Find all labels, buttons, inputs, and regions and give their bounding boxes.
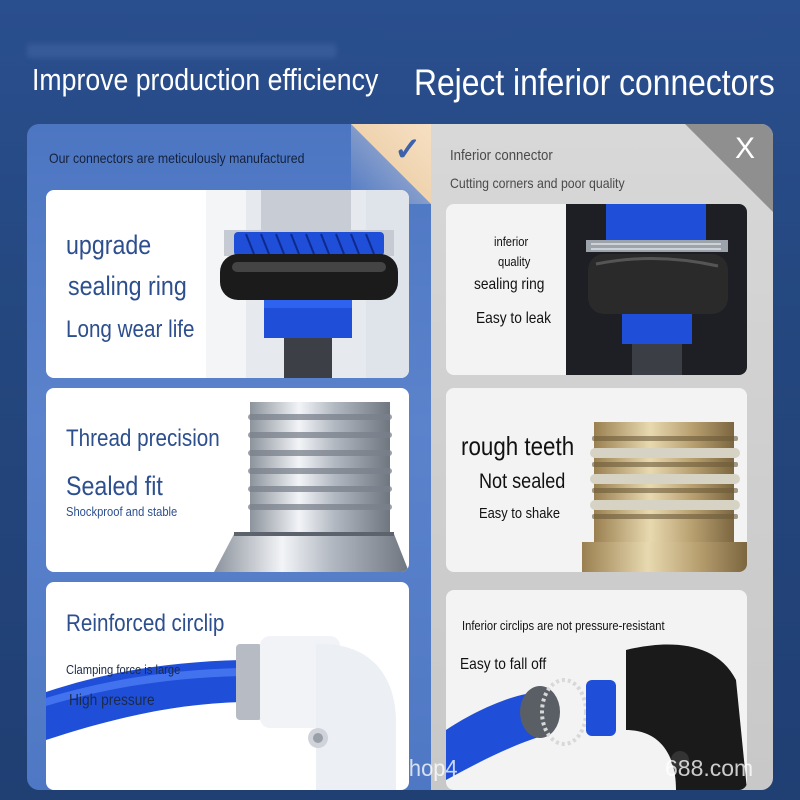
rough-brass-thread-image — [582, 422, 747, 572]
bad-card-circlip: Inferior circlips are not pressure-resis… — [446, 590, 747, 790]
headline-reject-inferior: Reject inferior connectors — [414, 62, 775, 103]
bad-card1-line2: quality — [498, 254, 531, 269]
x-icon: X — [734, 132, 755, 165]
bad-card1-line1: inferior — [494, 234, 529, 249]
bad-card1-line4: Easy to leak — [476, 310, 551, 327]
good-card-thread: Thread precision Sealed fit Shockproof a… — [46, 388, 409, 572]
check-icon: ✓ — [394, 131, 421, 167]
headline-improve-efficiency: Improve production efficiency — [32, 62, 379, 97]
good-connector-panel: ✓ Our connectors are meticulously manufa… — [27, 124, 431, 790]
good-card3-line2: Clamping force is large — [66, 662, 181, 677]
good-card3-line1: Reinforced circlip — [66, 610, 225, 637]
good-card2-line3: Shockproof and stable — [66, 504, 178, 519]
good-card-sealing-ring: upgrade sealing ring Long wear life — [46, 190, 409, 378]
bad-card2-line1: rough teeth — [461, 431, 575, 461]
good-card3-line3: High pressure — [69, 692, 155, 709]
watermark-left: shop4 — [398, 755, 458, 781]
bad-card3-line1: Inferior circlips are not pressure-resis… — [462, 618, 665, 633]
good-card1-line2: sealing ring — [68, 271, 187, 301]
bad-card2-line3: Easy to shake — [479, 505, 561, 522]
bad-panel-subcaption: Cutting corners and poor quality — [450, 175, 625, 191]
bad-card2-line2: Not sealed — [479, 470, 566, 493]
bad-card3-line2: Easy to fall off — [460, 656, 547, 673]
bad-card-thread: rough teeth Not sealed Easy to shake — [446, 388, 747, 572]
inferior-sealing-ring-image — [566, 204, 747, 375]
good-card2-line2: Sealed fit — [66, 471, 163, 501]
good-card1-line1: upgrade — [66, 230, 152, 260]
bad-card-sealing-ring: inferior quality sealing ring Easy to le… — [446, 204, 747, 375]
good-card1-line3: Long wear life — [66, 316, 195, 343]
sealing-ring-cutaway-image — [206, 190, 409, 378]
good-card2-line1: Thread precision — [66, 425, 220, 452]
bad-panel-caption: Inferior connector — [450, 147, 553, 164]
elbow-connector-image — [46, 636, 396, 790]
bad-panel-corner — [685, 124, 773, 212]
precision-thread-image — [214, 402, 409, 572]
inferior-connector-panel: X Inferior connector Cutting corners and… — [431, 124, 773, 790]
watermark-right: 688.com — [665, 755, 754, 781]
bad-card1-line3: sealing ring — [474, 276, 545, 293]
good-card-circlip: Reinforced circlip Clamping force is lar… — [46, 582, 409, 790]
black-elbow-connector-image — [446, 644, 747, 790]
good-panel-caption: Our connectors are meticulously manufact… — [49, 150, 305, 166]
